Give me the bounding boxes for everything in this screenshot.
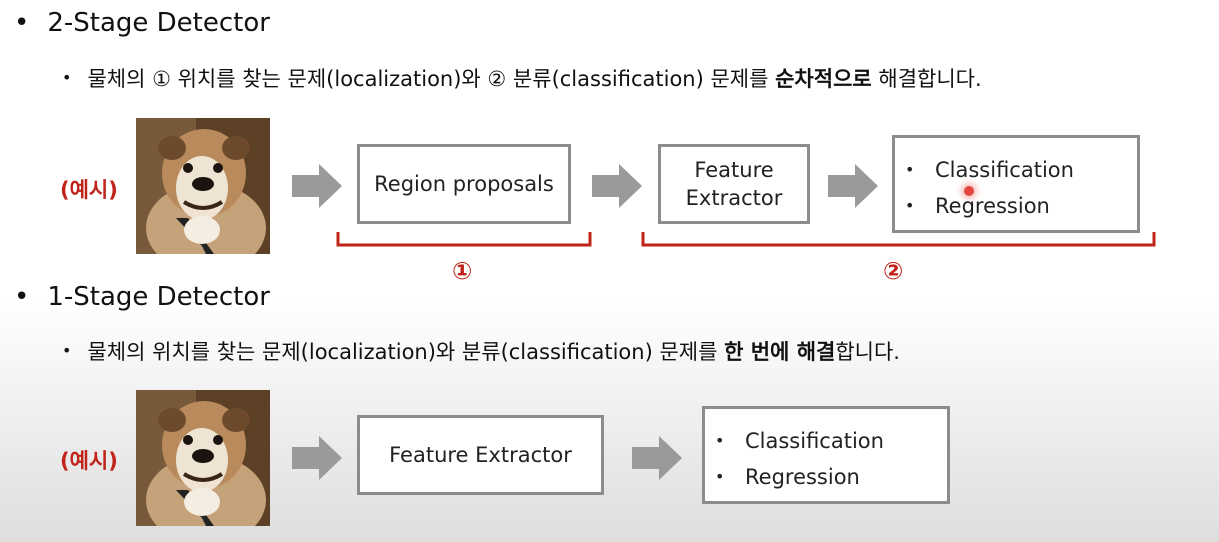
desc-prefix: 물체의 위치를 찾는 문제(localization)와 분류(classifi…	[87, 340, 725, 364]
feature-extractor-line1: Feature	[694, 158, 774, 182]
arrow-right-icon	[632, 436, 682, 480]
arrow-right-icon	[292, 436, 342, 480]
heading-text: 1-Stage Detector	[47, 282, 270, 312]
example-label: (예시)	[60, 449, 118, 473]
bracket-classification	[641, 232, 1156, 247]
example-label: (예시)	[60, 178, 118, 202]
bulldog-photo	[136, 390, 270, 526]
arrow-right-icon	[828, 164, 878, 208]
step-number-2: ②	[883, 257, 904, 285]
arrow-right-icon	[592, 164, 642, 208]
feature-extractor-box: Feature Extractor	[658, 144, 810, 224]
heading-1-stage: • 1-Stage Detector	[14, 282, 270, 312]
sub-bullet: •	[715, 431, 725, 450]
heading-text: 2-Stage Detector	[47, 8, 270, 38]
desc-suffix: 합니다.	[835, 340, 900, 364]
desc-bold: 순차적으로	[775, 67, 872, 91]
cursor-pointer	[964, 186, 974, 196]
feature-extractor-line2: Extractor	[685, 186, 783, 210]
bracket-localization	[336, 232, 592, 247]
desc-bold: 한 번에 해결	[724, 340, 836, 364]
output-box: •Classification •Regression	[892, 135, 1140, 233]
feature-extractor-box: Feature Extractor	[357, 415, 604, 495]
region-proposals-box: Region proposals	[357, 144, 571, 224]
sub-bullet: •	[905, 160, 915, 179]
description-2-stage: • 물체의 ① 위치를 찾는 문제(localization)와 ② 분류(cla…	[62, 63, 982, 93]
bulldog-photo	[136, 118, 270, 254]
bullet: •	[14, 8, 30, 38]
sub-bullet: •	[62, 68, 72, 87]
sub-bullet: •	[62, 341, 72, 360]
sub-bullet: •	[715, 467, 725, 486]
heading-2-stage: • 2-Stage Detector	[14, 8, 270, 38]
output-item-classification: •Classification	[905, 152, 1074, 188]
output-item-regression: •Regression	[715, 459, 884, 495]
region-proposals-label: Region proposals	[374, 172, 554, 196]
sub-bullet: •	[905, 196, 915, 215]
feature-extractor-label: Feature Extractor	[389, 443, 572, 467]
description-1-stage: • 물체의 위치를 찾는 문제(localization)와 분류(classif…	[62, 336, 900, 366]
output-item-regression: •Regression	[905, 188, 1074, 224]
step-number-1: ①	[452, 257, 473, 285]
arrow-right-icon	[292, 164, 342, 208]
desc-prefix: 물체의 ① 위치를 찾는 문제(localization)와 ② 분류(clas…	[87, 67, 776, 91]
output-box: •Classification •Regression	[702, 406, 950, 504]
desc-suffix: 해결합니다.	[871, 67, 982, 91]
bullet: •	[14, 282, 30, 312]
output-item-classification: •Classification	[715, 423, 884, 459]
